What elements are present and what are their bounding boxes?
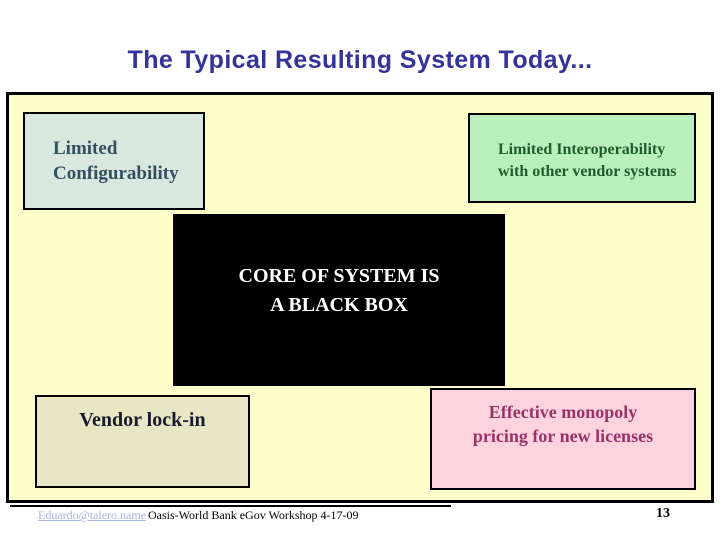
box-limited-interoperability: Limited Interoperability with other vend… (468, 113, 696, 203)
box-vendor-lockin-label: Vendor lock-in (79, 409, 206, 431)
box-core-black-box: CORE OF SYSTEM IS A BLACK BOX (173, 214, 505, 386)
box-limited-configurability-label: Limited Configurability (53, 138, 179, 184)
box-vendor-lockin: Vendor lock-in (35, 395, 250, 488)
box-limited-configurability: Limited Configurability (23, 112, 205, 210)
box-effective-monopoly-label: Effective monopoly pricing for new licen… (472, 402, 654, 446)
page-number: 13 (656, 506, 670, 521)
email-link[interactable]: Eduardo@talero.name (38, 508, 147, 522)
footer-divider (10, 505, 451, 507)
box-effective-monopoly: Effective monopoly pricing for new licen… (430, 388, 696, 490)
box-limited-interoperability-label: Limited Interoperability with other vend… (498, 141, 677, 180)
box-core-black-box-label: CORE OF SYSTEM IS A BLACK BOX (238, 265, 440, 316)
footer-event-text: Oasis-World Bank eGov Workshop 4-17-09 (148, 508, 359, 522)
slide-title: The Typical Resulting System Today... (127, 46, 593, 74)
